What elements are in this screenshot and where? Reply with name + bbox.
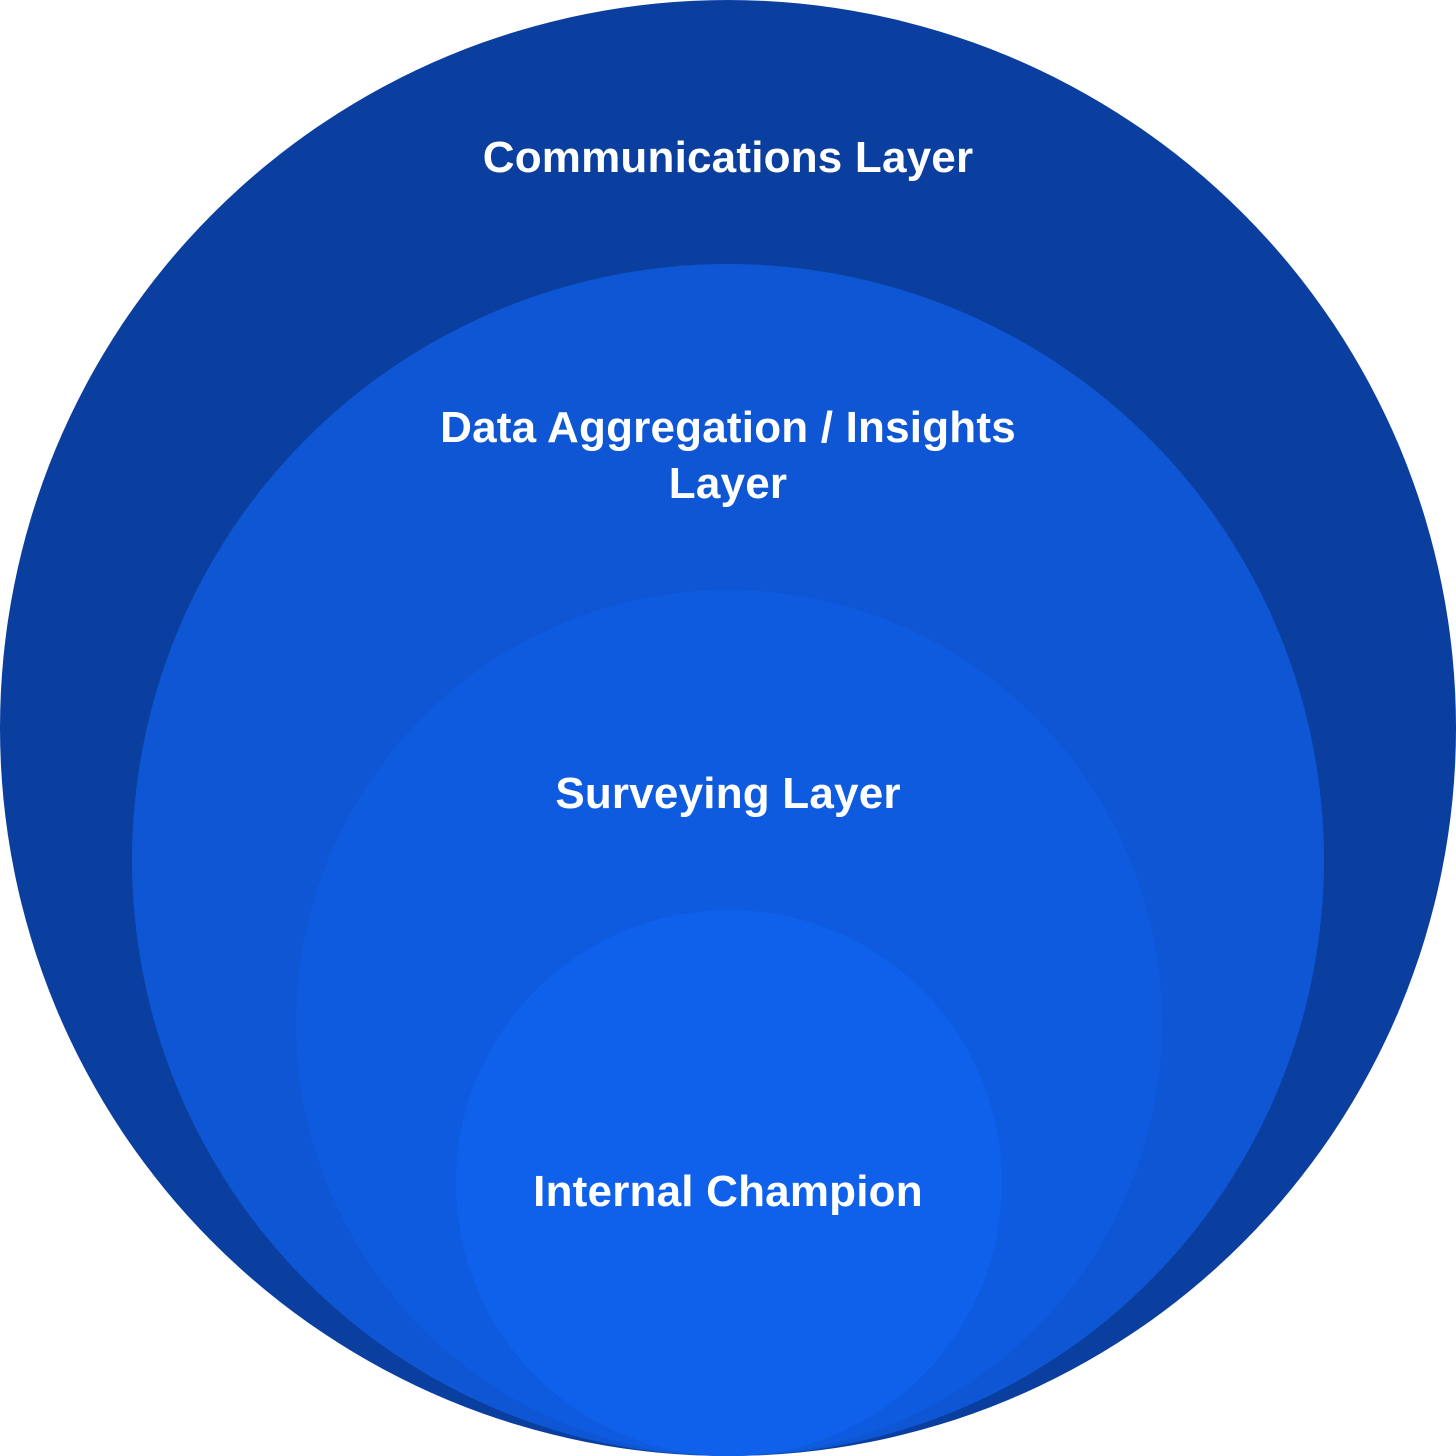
internal-champion-circle (456, 910, 1002, 1456)
data-aggregation-layer-label-line-1: Data Aggregation / Insights (440, 403, 1016, 452)
surveying-layer-label: Surveying Layer (0, 766, 1456, 822)
communications-layer-label-line: Communications Layer (482, 133, 974, 182)
data-aggregation-layer-label: Data Aggregation / Insights Layer (0, 400, 1456, 512)
internal-champion-label: Internal Champion (0, 1164, 1456, 1220)
surveying-layer-label-line: Surveying Layer (555, 769, 901, 818)
communications-layer-label: Communications Layer (0, 130, 1456, 186)
internal-champion-label-line: Internal Champion (533, 1167, 923, 1216)
data-aggregation-layer-label-line-2: Layer (668, 459, 788, 508)
